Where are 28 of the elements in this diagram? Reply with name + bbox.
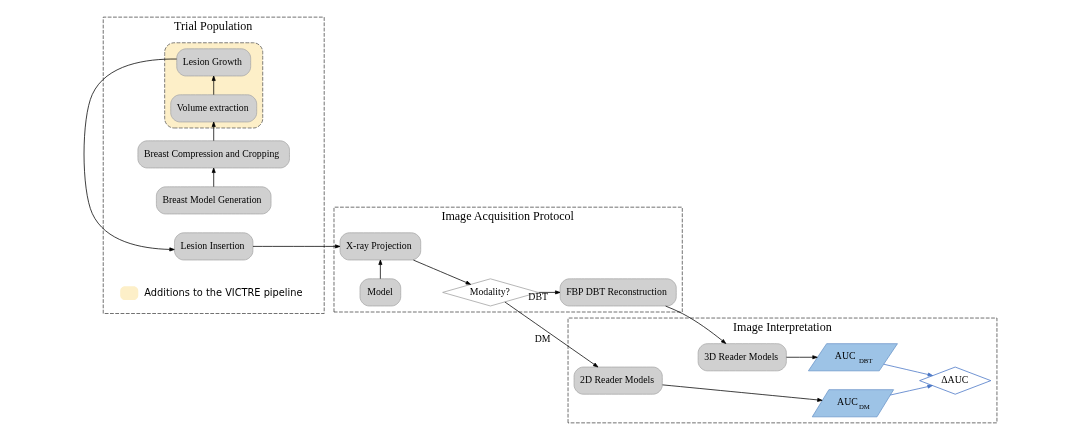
node-box: FBP DBT Reconstruction [559,278,677,307]
edge-label: DBT [528,291,548,303]
arrow [211,121,216,142]
node-box: 3D Reader Models [697,343,787,372]
arrow [378,259,383,280]
node-box: X-ray Projection [339,232,422,261]
arrow [211,167,216,188]
arrow [662,384,823,402]
edge-label: DM [534,333,551,345]
node-box: 2D Reader Models [573,366,663,395]
arrow [252,244,341,249]
arrow [889,384,933,396]
arrow [786,355,818,360]
arrow [413,259,471,285]
node-diamond: ΔAUC [919,366,992,395]
arrow [883,363,933,377]
node-box: Lesion Growth [176,48,252,77]
node-box: Model [359,278,402,307]
node-box: Volume extraction [170,94,258,123]
arrow [665,305,727,344]
arrow [83,58,178,252]
node-box: Lesion Insertion [174,232,254,261]
legend-label: Additions to the VICTRE pipeline [144,286,303,298]
arrow [538,290,561,295]
arrow [211,75,216,96]
node-box: Breast Model Generation [156,186,272,215]
node-box: Breast Compression and Cropping [137,140,290,169]
arrow [504,301,599,368]
